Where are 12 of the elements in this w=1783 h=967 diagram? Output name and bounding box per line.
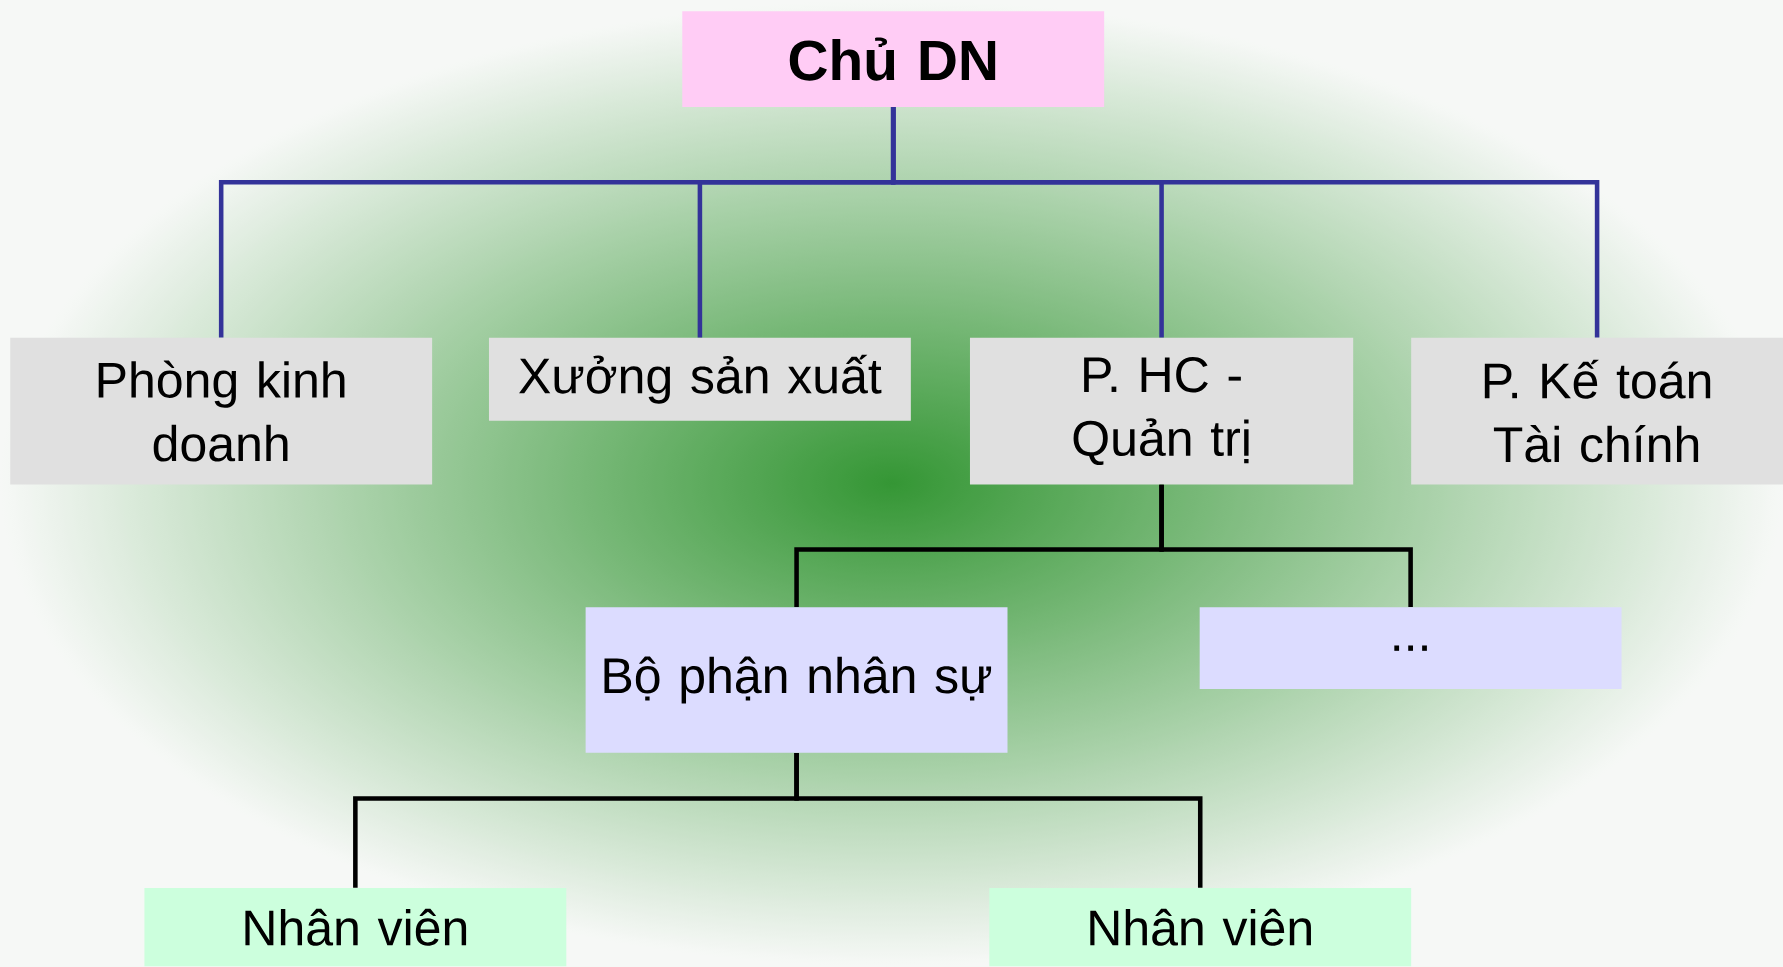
org-box: Nhân viên [144,888,567,967]
connector-line [890,107,1600,338]
org-box: ... [1199,607,1622,690]
org-box: Xưởng sản xuất [488,337,911,421]
org-box: Bộ phận nhân sự [585,607,1008,753]
title-box: Chủ DN [682,11,1105,108]
connector-line [794,753,1203,889]
org-box: P. Kế toán Tài chính [1411,337,1783,485]
org-box: Phòng kinh doanh [10,337,433,485]
connector-line [1159,484,1413,608]
org-box: P. HC - Quản trị [969,337,1354,485]
org-box: Nhân viên [989,888,1412,967]
